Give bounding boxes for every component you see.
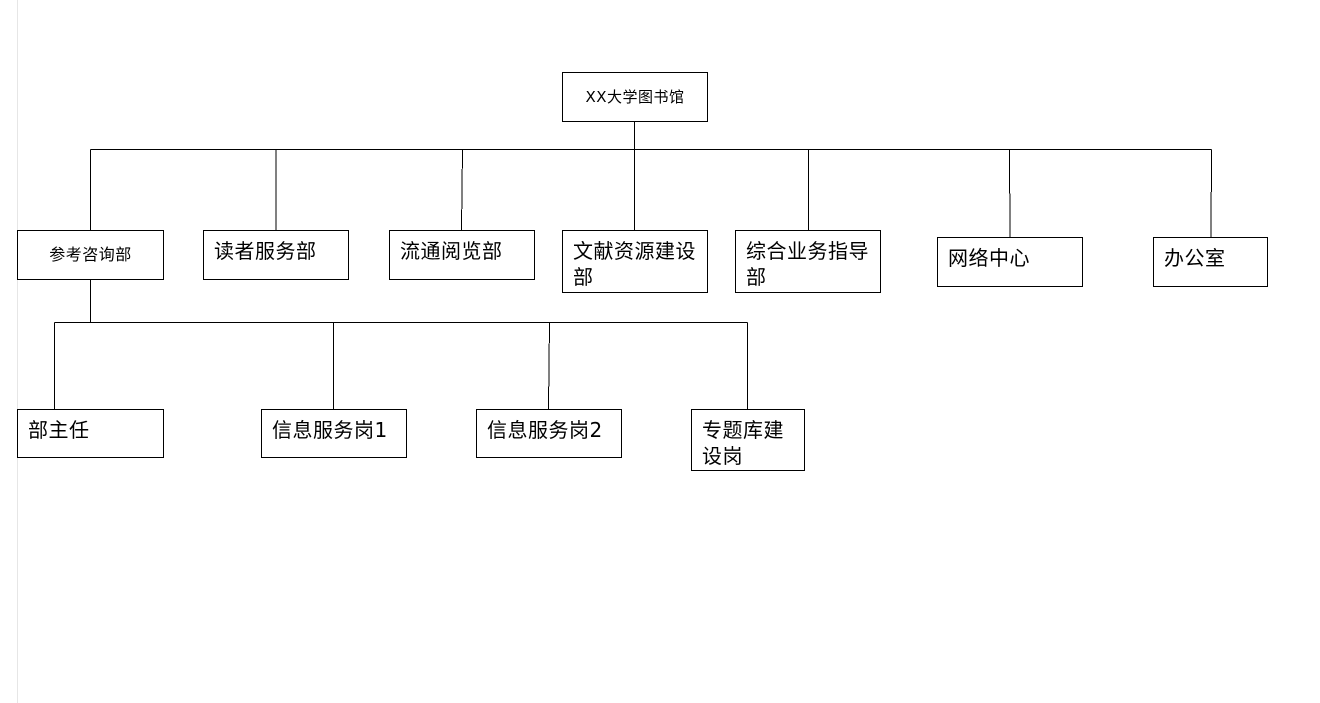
connector-subunit-3 (548, 322, 550, 410)
node-dept-6-label: 网络中心 (948, 246, 1030, 270)
node-root[interactable]: XX大学图书馆 (562, 72, 708, 122)
node-root-label: XX大学图书馆 (585, 88, 685, 106)
node-dept-2-label: 读者服务部 (214, 239, 317, 263)
node-dept-5-label: 综合业务指导部 (746, 239, 869, 289)
node-subunit-1-label: 部主任 (28, 418, 90, 442)
connector-dept-3 (461, 149, 463, 231)
node-dept-1-label: 参考咨询部 (49, 245, 132, 264)
page-margin-line (17, 0, 18, 703)
node-subunit-1[interactable]: 部主任 (17, 409, 164, 458)
node-dept-4[interactable]: 文献资源建设部 (562, 230, 708, 293)
node-dept-2[interactable]: 读者服务部 (203, 230, 349, 280)
node-subunit-3[interactable]: 信息服务岗2 (476, 409, 622, 458)
node-dept-5[interactable]: 综合业务指导部 (735, 230, 881, 293)
node-dept-3[interactable]: 流通阅览部 (389, 230, 535, 280)
node-subunit-4[interactable]: 专题库建设岗 (691, 409, 805, 471)
node-dept-1[interactable]: 参考咨询部 (17, 230, 164, 280)
node-dept-7[interactable]: 办公室 (1153, 237, 1268, 287)
node-dept-4-label: 文献资源建设部 (573, 239, 696, 289)
connector-dept-6 (1009, 149, 1011, 238)
node-subunit-2-label: 信息服务岗1 (272, 418, 388, 442)
connector-dept-7 (1210, 149, 1212, 238)
node-dept-3-label: 流通阅览部 (400, 239, 503, 263)
node-subunit-2[interactable]: 信息服务岗1 (261, 409, 407, 458)
node-dept-6[interactable]: 网络中心 (937, 237, 1083, 287)
node-subunit-3-label: 信息服务岗2 (487, 418, 603, 442)
node-subunit-4-label: 专题库建设岗 (702, 418, 784, 468)
node-dept-7-label: 办公室 (1164, 246, 1226, 270)
